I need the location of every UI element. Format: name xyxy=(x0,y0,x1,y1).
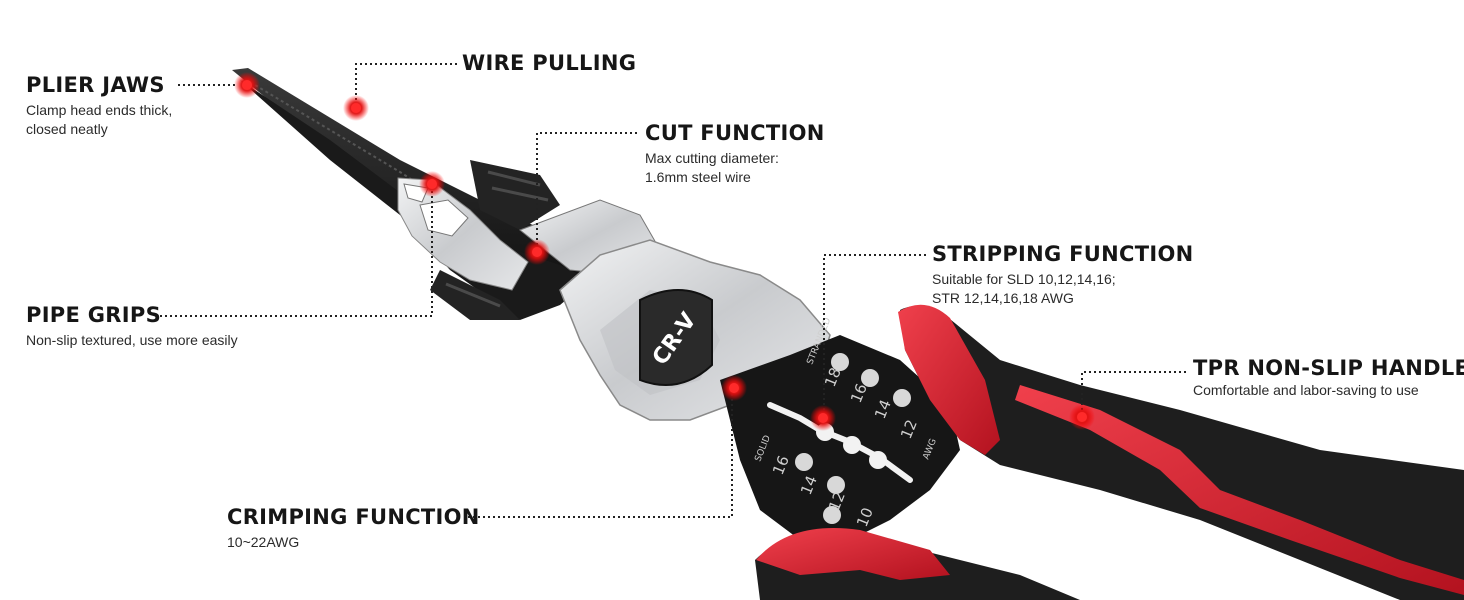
leader-line-stripping xyxy=(823,254,928,415)
grip-rib xyxy=(487,170,541,187)
solid-gauge-12: 12 xyxy=(825,489,849,513)
strip-hole xyxy=(861,369,879,387)
callout-desc-line: 1.6mm steel wire xyxy=(645,169,751,185)
callout-desc: Non-slip textured, use more easily xyxy=(26,331,238,350)
callout-cut-function: CUT FUNCTION Max cutting diameter: 1.6mm… xyxy=(645,121,825,187)
leader-lines xyxy=(160,63,1188,518)
strip-hole xyxy=(795,453,813,471)
callout-title: WIRE PULLING xyxy=(462,51,637,75)
callout-title: CUT FUNCTION xyxy=(645,121,825,145)
callout-title: PIPE GRIPS xyxy=(26,303,161,327)
grip-rib xyxy=(470,160,560,230)
callout-desc: Max cutting diameter: 1.6mm steel wire xyxy=(645,149,825,187)
leader-line-cut-function xyxy=(536,132,640,250)
hotspot-marker-stripping xyxy=(810,405,836,431)
callout-desc: Suitable for SLD 10,12,14,16; STR 12,14,… xyxy=(932,270,1194,308)
solid-gauge-14: 14 xyxy=(797,473,821,497)
stranded-gauge-14: 14 xyxy=(871,397,895,421)
grip-rib xyxy=(491,186,549,202)
stranded-gauge-12: 12 xyxy=(897,417,921,441)
upper-jaw xyxy=(232,68,600,285)
strip-hole xyxy=(869,451,887,469)
callout-desc-line: Non-slip textured, use more easily xyxy=(26,332,238,348)
solid-gauge-16: 16 xyxy=(769,453,793,477)
callout-crimping-function: CRIMPING FUNCTION 10~22AWG xyxy=(227,505,480,552)
stranded-gauge-18: 18 xyxy=(821,365,845,389)
callout-wire-pulling: WIRE PULLING xyxy=(462,51,636,75)
strip-hole xyxy=(823,506,841,524)
callout-desc: 10~22AWG xyxy=(227,533,480,552)
crv-badge: CR-V xyxy=(639,289,713,386)
pliers-illustration: CR-V STRANDED 18 16 14 12 AWG SOLID 16 1… xyxy=(232,68,1464,600)
callout-desc: Comfortable and labor-saving to use xyxy=(1193,381,1464,400)
callout-tpr-handle: TPR NON-SLIP HANDLE Comfortable and labo… xyxy=(1193,356,1464,400)
callout-desc-line: Suitable for SLD 10,12,14,16; xyxy=(932,271,1116,287)
hotspot-markers xyxy=(234,72,1095,431)
stranded-gauge-16: 16 xyxy=(847,381,871,405)
callout-stripping-function: STRIPPING FUNCTION Suitable for SLD 10,1… xyxy=(932,242,1194,308)
callout-desc-line: Clamp head ends thick, xyxy=(26,102,173,118)
jaw-serration xyxy=(249,81,421,186)
callout-title: CRIMPING FUNCTION xyxy=(227,505,480,529)
hotspot-marker-plier-jaws xyxy=(234,72,260,98)
strip-hole xyxy=(843,436,861,454)
hotspot-marker-tpr-handle xyxy=(1069,404,1095,430)
grip-rib xyxy=(445,282,501,308)
hotspot-marker-wire-pulling xyxy=(343,95,369,121)
callout-desc-line: STR 12,14,16,18 AWG xyxy=(932,290,1074,306)
callout-desc-line: 10~22AWG xyxy=(227,534,300,550)
upper-handle-red-stripe xyxy=(1015,385,1464,595)
hotspot-marker-pipe-grips xyxy=(419,171,445,197)
callout-plier-jaws: PLIER JAWS Clamp head ends thick, closed… xyxy=(26,73,172,139)
callout-title: STRIPPING FUNCTION xyxy=(932,242,1194,266)
strip-hole xyxy=(831,353,849,371)
callout-desc-line: Comfortable and labor-saving to use xyxy=(1193,382,1419,398)
hotspot-marker-crimping xyxy=(721,375,747,401)
callout-desc: Clamp head ends thick, closed neatly xyxy=(26,101,172,139)
solid-gauge-10: 10 xyxy=(853,505,877,529)
callout-desc-line: Max cutting diameter: xyxy=(645,150,779,166)
callout-desc-line: closed neatly xyxy=(26,121,108,137)
strip-hole xyxy=(893,389,911,407)
upper-handle-red-cap xyxy=(898,304,1000,455)
leader-line-wire-pulling xyxy=(355,63,458,105)
strip-hole xyxy=(827,476,845,494)
leader-line-pipe-grips xyxy=(160,185,433,317)
hotspot-marker-cut-function xyxy=(524,239,550,265)
callout-title: PLIER JAWS xyxy=(26,73,165,97)
callout-title: TPR NON-SLIP HANDLE xyxy=(1193,356,1464,380)
callout-pipe-grips: PIPE GRIPS Non-slip textured, use more e… xyxy=(26,303,238,350)
leader-line-crimping xyxy=(468,388,733,518)
lower-handle-red-cap xyxy=(756,528,950,580)
